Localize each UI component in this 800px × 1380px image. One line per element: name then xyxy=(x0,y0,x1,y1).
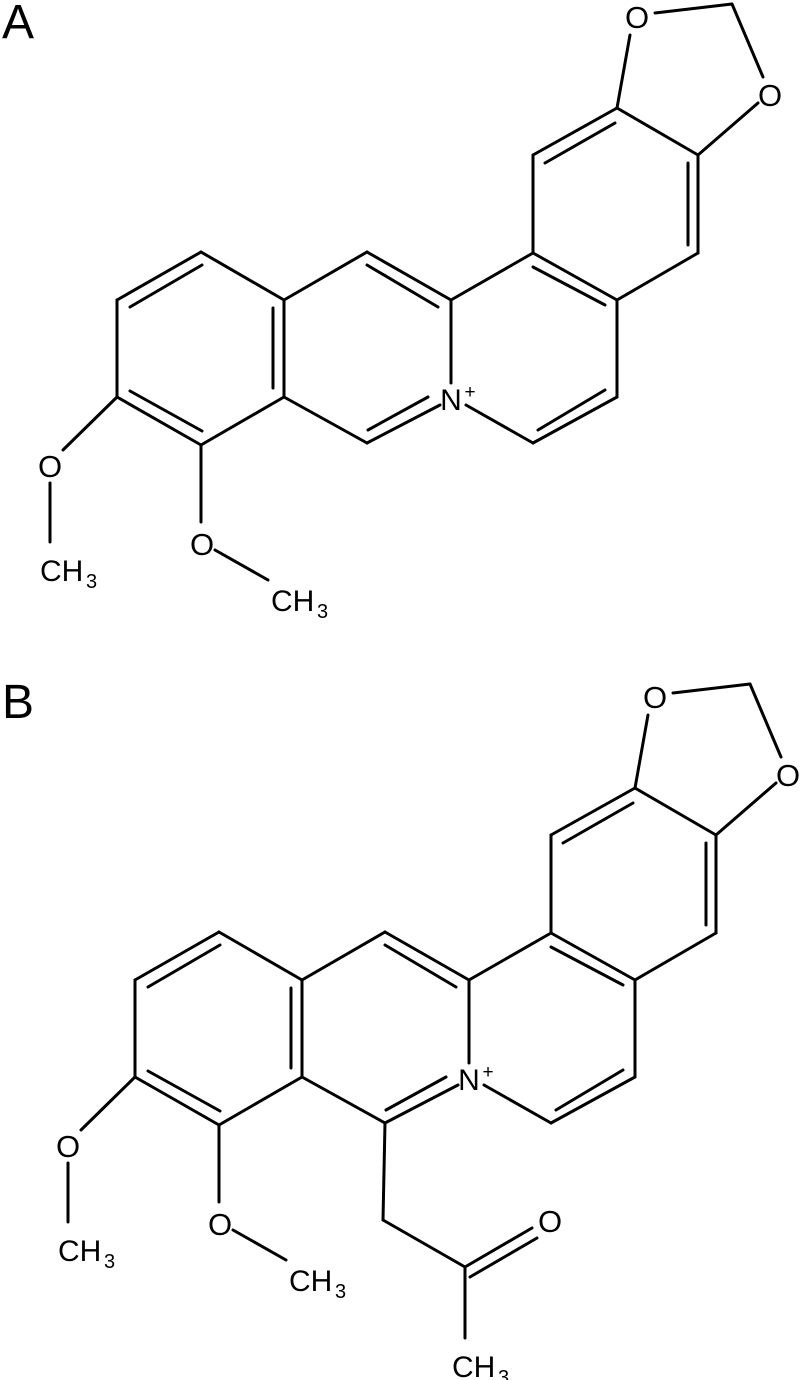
methyl-label: CH xyxy=(452,1351,495,1380)
bond-line xyxy=(615,33,632,110)
bond-line xyxy=(383,943,458,989)
dioxole-oxygen-label: O xyxy=(643,680,667,715)
bond-line xyxy=(554,1068,625,1112)
bond-line xyxy=(531,106,619,157)
bond-line xyxy=(468,1236,539,1279)
bond-line xyxy=(633,931,718,982)
bond-line xyxy=(300,930,387,982)
bond-line xyxy=(748,682,783,759)
bond-line xyxy=(543,121,617,165)
bond-line xyxy=(282,250,369,302)
bond-line xyxy=(561,801,635,845)
bond-line xyxy=(79,1075,137,1132)
methyl-subscript-label: 3 xyxy=(317,601,328,623)
methyl-label: CH xyxy=(289,1265,332,1298)
bond-line xyxy=(384,1075,448,1112)
bond-line xyxy=(115,395,203,447)
bond-line xyxy=(381,1121,387,1222)
bond-line xyxy=(482,1083,553,1125)
dioxole-oxygen-label: O xyxy=(625,0,649,35)
bond-line xyxy=(714,781,778,837)
bond-line xyxy=(615,251,700,302)
bond-line xyxy=(217,1075,304,1127)
bond-line xyxy=(381,1218,467,1269)
panel-label-a: A xyxy=(2,0,34,49)
bond-line xyxy=(464,403,535,445)
methoxy-oxygen-label: O xyxy=(38,449,62,484)
bond-line xyxy=(633,786,718,837)
bond-line xyxy=(549,945,625,987)
methyl-subscript-label: 3 xyxy=(498,1367,509,1380)
bond-line xyxy=(463,1226,534,1269)
bond-line xyxy=(231,1228,288,1262)
bond-line xyxy=(217,930,304,982)
bond-line xyxy=(300,1075,387,1125)
bond-line xyxy=(696,101,760,157)
bond-line xyxy=(633,713,650,790)
bond-line xyxy=(549,931,637,982)
methyl-label: CH xyxy=(58,1235,101,1268)
bond-line xyxy=(282,395,369,445)
bond-line xyxy=(671,682,752,695)
methyl-subscript-label: 3 xyxy=(335,1281,346,1303)
dioxole-oxygen-label: O xyxy=(758,78,782,113)
panel-label-b: B xyxy=(2,676,34,729)
bond-line xyxy=(531,395,619,445)
positive-charge-label: + xyxy=(464,382,475,403)
nitrogen-label: N xyxy=(458,1064,480,1097)
bond-line xyxy=(549,1075,637,1125)
methyl-label: CH xyxy=(271,585,314,618)
bond-line xyxy=(365,250,453,302)
bond-line xyxy=(365,263,440,309)
bond-line xyxy=(615,106,700,157)
bond-line xyxy=(366,395,430,432)
bond-line xyxy=(467,931,553,982)
methoxy-oxygen-label: O xyxy=(190,527,214,562)
bond-line xyxy=(61,395,119,452)
bond-line xyxy=(365,403,442,445)
bond-line xyxy=(133,1075,221,1127)
positive-charge-label: + xyxy=(482,1062,493,1083)
methyl-label: CH xyxy=(40,555,83,588)
bond-line xyxy=(128,389,204,433)
bond-line xyxy=(115,250,203,302)
methoxy-oxygen-label: O xyxy=(208,1207,232,1242)
bond-line xyxy=(653,2,734,15)
methyl-subscript-label: 3 xyxy=(104,1251,115,1273)
bond-line xyxy=(536,388,607,432)
bond-line xyxy=(531,251,619,302)
bond-line xyxy=(549,786,637,837)
bond-line xyxy=(383,1083,460,1125)
bond-line xyxy=(730,2,765,79)
bond-line xyxy=(213,548,270,582)
bond-line xyxy=(383,930,471,982)
bond-line xyxy=(449,251,535,302)
bond-line xyxy=(146,943,222,989)
bond-line xyxy=(199,250,286,302)
bond-line xyxy=(199,395,286,447)
bond-line xyxy=(133,930,221,982)
nitrogen-label: N xyxy=(440,384,462,417)
bond-line xyxy=(531,265,607,307)
bond-line xyxy=(146,1069,222,1113)
methyl-subscript-label: 3 xyxy=(86,571,97,593)
dioxole-oxygen-label: O xyxy=(776,758,800,793)
methoxy-oxygen-label: O xyxy=(56,1129,80,1164)
bond-line xyxy=(128,263,204,309)
carbonyl-oxygen-label: O xyxy=(538,1204,562,1239)
